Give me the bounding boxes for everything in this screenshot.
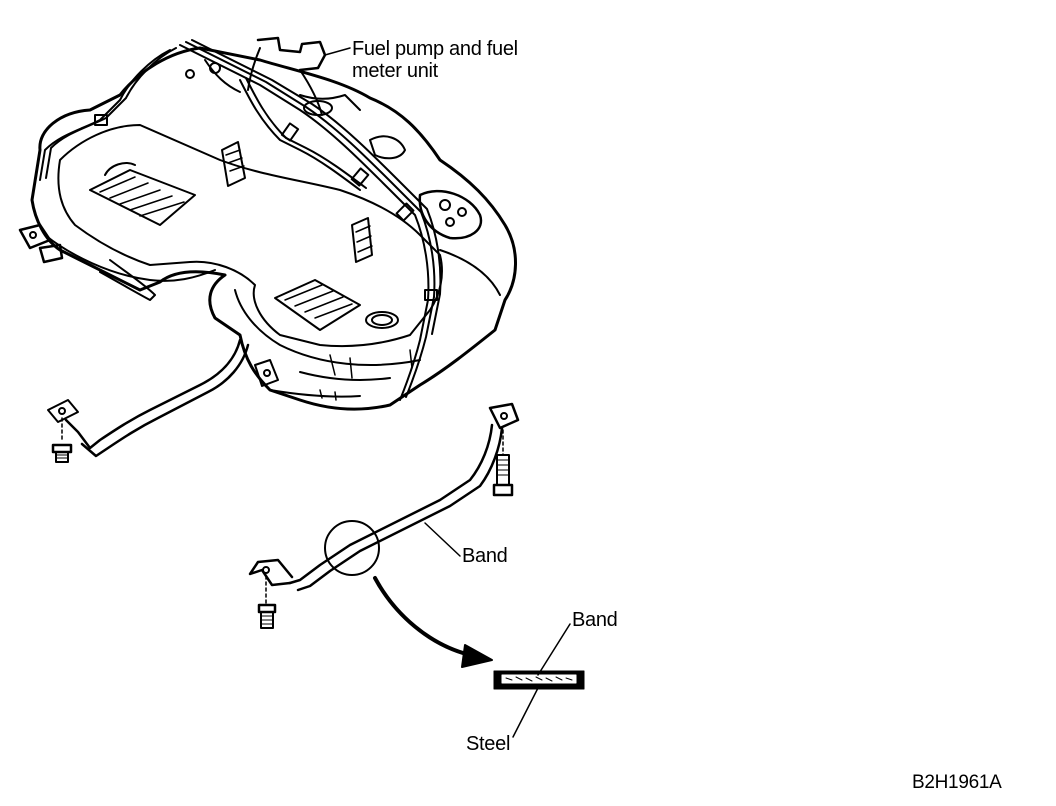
figure-code: B2H1961A — [912, 772, 1002, 793]
steel-label: Steel — [466, 733, 511, 755]
fuel-tank — [18, 46, 517, 411]
fuel-pump-label: Fuel pump and fuel meter unit — [352, 38, 518, 82]
detail-callout — [373, 576, 585, 690]
band-detail-label: Band — [572, 609, 618, 631]
fuel-pump-label-line1: Fuel pump and fuel — [352, 38, 518, 60]
leader-lines — [324, 47, 571, 738]
fuel-pump-label-line2: meter unit — [352, 60, 438, 82]
band-label: Band — [462, 545, 508, 567]
fuel-hoses — [39, 36, 442, 401]
left-band — [47, 338, 279, 463]
main-band — [248, 402, 520, 629]
